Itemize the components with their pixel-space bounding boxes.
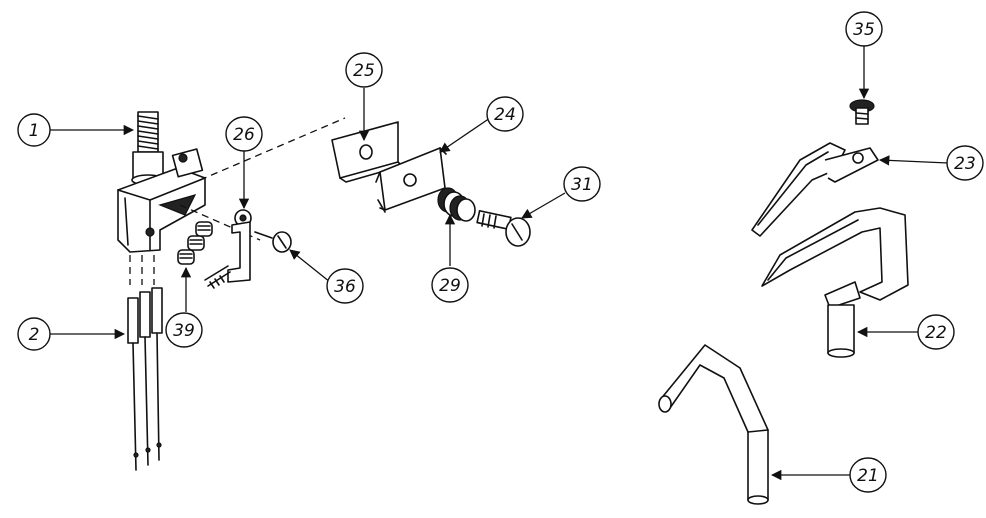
- callout-2: 2: [17, 317, 51, 351]
- callout-1: 1: [17, 113, 51, 147]
- callout-29: 29: [431, 267, 469, 303]
- callout-24-label: 24: [494, 105, 516, 125]
- callout-23: 23: [946, 145, 984, 181]
- callout-39-label: 39: [173, 321, 195, 341]
- callout-24: 24: [486, 96, 524, 132]
- callout-25: 25: [345, 52, 383, 88]
- callout-23-label: 23: [954, 154, 976, 174]
- callout-21-label: 21: [857, 466, 879, 486]
- part-thread-guide: [204, 209, 252, 289]
- leader-36: [289, 249, 331, 283]
- callout-25-label: 25: [353, 61, 375, 81]
- callout-1-label: 1: [29, 121, 40, 141]
- callout-2-label: 2: [29, 325, 40, 345]
- part-looper-23: [751, 142, 879, 237]
- leader-31: [521, 192, 566, 219]
- part-screw-35: [849, 99, 875, 125]
- part-screw-36: [254, 231, 292, 253]
- part-set-screws: [177, 221, 213, 265]
- callout-31-label: 31: [571, 175, 593, 195]
- callout-29-label: 29: [439, 276, 461, 296]
- callout-31: 31: [563, 166, 601, 202]
- callout-26-label: 26: [233, 125, 255, 145]
- part-hook-21: [658, 344, 769, 505]
- part-nut-29: [437, 187, 476, 222]
- callout-21: 21: [849, 457, 887, 493]
- leader-24: [439, 117, 491, 153]
- part-needles: [127, 287, 163, 471]
- part-spreader-22: [761, 207, 909, 358]
- callout-39: 39: [165, 312, 203, 348]
- leader-23: [878, 155, 949, 166]
- callout-26: 26: [225, 116, 263, 152]
- callout-35: 35: [845, 11, 883, 47]
- leader-lines: [48, 46, 949, 481]
- part-screw-31: [476, 210, 531, 247]
- callout-36: 36: [326, 268, 364, 304]
- part-plate-25: [331, 121, 403, 183]
- callout-22: 22: [917, 314, 955, 350]
- callout-35-label: 35: [853, 20, 875, 40]
- callout-22-label: 22: [925, 323, 947, 343]
- callout-36-label: 36: [334, 277, 356, 297]
